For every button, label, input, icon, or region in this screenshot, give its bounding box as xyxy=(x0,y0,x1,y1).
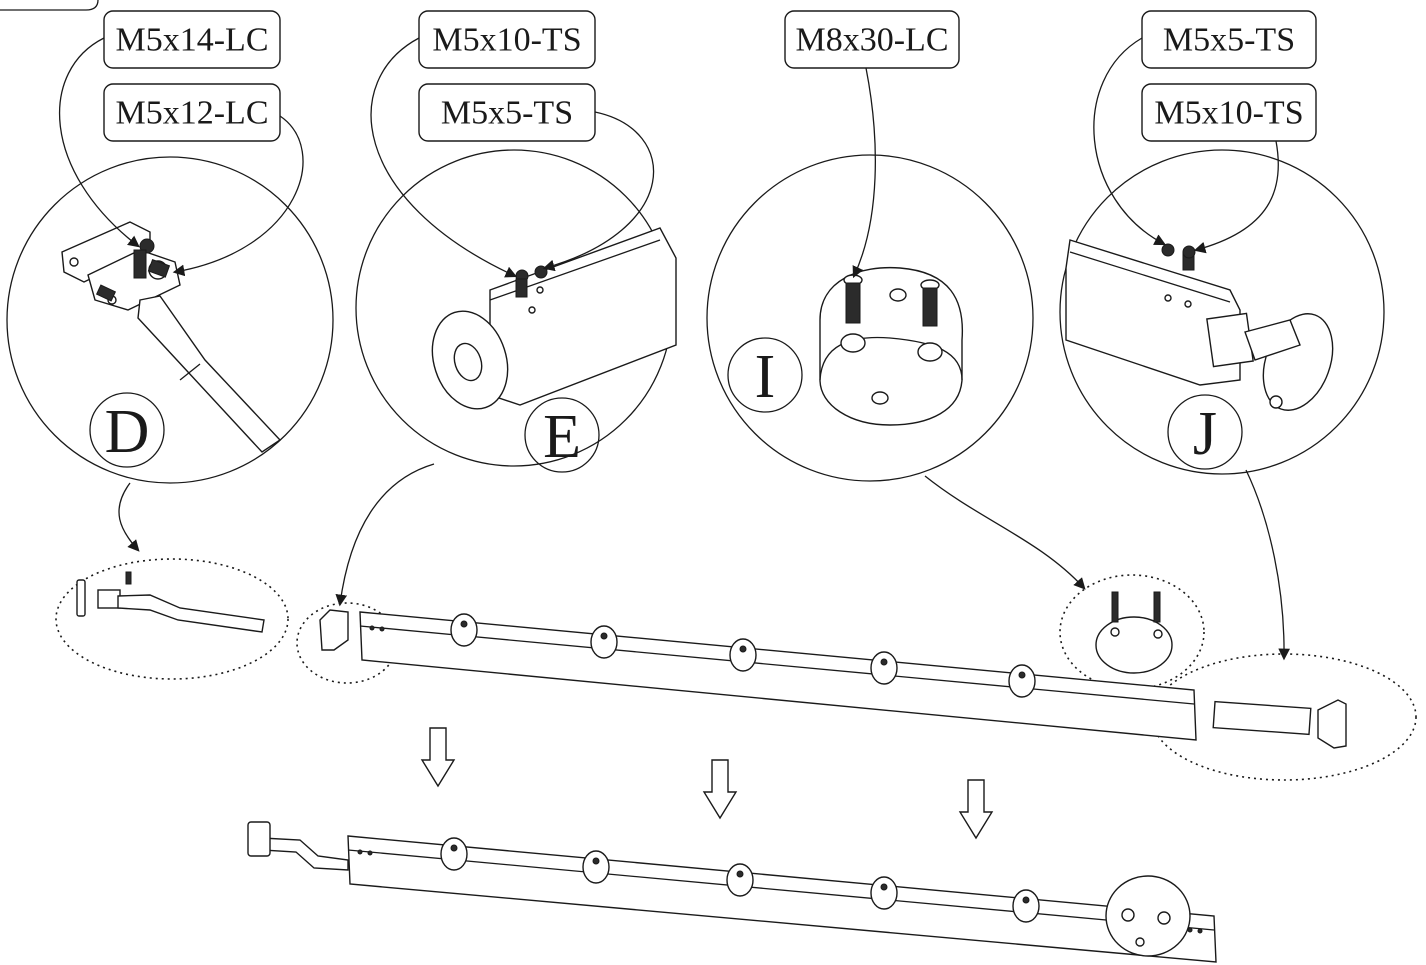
screw-m5x12-icon xyxy=(147,258,171,278)
detail-d-label-circle xyxy=(89,392,165,468)
exploded-plate-i xyxy=(1095,616,1173,674)
final-bracket xyxy=(247,821,271,857)
leader-i xyxy=(852,67,876,279)
callout-m5x10-ts-label: M5x10-TS xyxy=(432,22,581,59)
detail-d-label: D xyxy=(105,398,150,466)
exploded-insert-j xyxy=(1212,700,1312,736)
callout-m8x30-lc xyxy=(784,10,960,69)
connector-insert xyxy=(1206,312,1254,368)
callout-m5x10-ts-j-label: M5x10-TS xyxy=(1154,95,1303,132)
leader-j-bottom xyxy=(1193,140,1279,254)
final-base-plate xyxy=(1105,875,1191,957)
callout-m5x10-ts xyxy=(418,10,596,69)
detail-e: E xyxy=(355,149,677,473)
detail-d: D xyxy=(6,156,334,484)
exploded-endcap-e xyxy=(319,609,349,651)
leader-e-bottom xyxy=(542,111,655,272)
callout-m5x14-lc-label: M5x14-LC xyxy=(116,22,269,59)
exploded-endcap-j xyxy=(1317,699,1347,749)
detail-j-label-circle xyxy=(1167,394,1243,470)
pointer-j xyxy=(1245,469,1290,661)
exploded-collars xyxy=(450,613,1036,698)
detail-i-label-circle xyxy=(727,337,803,413)
final-tube xyxy=(347,835,1217,963)
detail-j-label: J xyxy=(1193,400,1217,468)
detail-e-label: E xyxy=(543,403,581,471)
detail-d-circle xyxy=(6,156,334,484)
partial-frame xyxy=(0,0,99,11)
detail-j: J xyxy=(1059,149,1385,475)
screw-m5x10-icon xyxy=(515,278,528,298)
exploded-arm-d xyxy=(117,594,265,633)
detail-i-label: I xyxy=(755,343,776,411)
final-collars xyxy=(440,837,1040,923)
pointer-i xyxy=(924,475,1086,590)
exploded-tube xyxy=(359,611,1197,741)
callout-m5x5-ts-j-label: M5x5-TS xyxy=(1163,22,1295,59)
down-arrow-right xyxy=(958,779,994,840)
callout-m5x5-ts-e-label: M5x5-TS xyxy=(441,95,573,132)
leader-j-top xyxy=(1093,37,1167,246)
down-arrow-left xyxy=(420,727,456,788)
pointer-d xyxy=(118,482,140,552)
callout-m5x12-lc xyxy=(103,83,281,142)
detail-i-circle xyxy=(706,154,1034,482)
screw-m5x5-j-icon xyxy=(1161,243,1175,257)
arm-tube xyxy=(137,295,282,453)
callout-m5x14-lc xyxy=(103,10,281,69)
screw-m5x14-icon xyxy=(133,249,147,279)
dotted-region-d xyxy=(55,558,289,680)
screw-m8x30-icon xyxy=(845,282,861,324)
pointer-e xyxy=(335,463,435,607)
end-cap-j xyxy=(1262,313,1334,411)
detail-j-circle xyxy=(1059,149,1385,475)
down-arrow-center xyxy=(702,759,738,820)
detail-e-label-circle xyxy=(524,397,600,473)
leader-d-top xyxy=(58,37,140,248)
leader-e-top xyxy=(370,37,518,278)
dotted-region-i xyxy=(1059,574,1205,690)
dotted-region-j xyxy=(1151,653,1417,781)
final-arm xyxy=(261,837,349,871)
detail-i: I xyxy=(706,154,1034,482)
callout-m5x12-lc-label: M5x12-LC xyxy=(116,95,269,132)
callout-m5x10-ts-j xyxy=(1141,83,1317,142)
callout-m5x5-ts-j xyxy=(1141,10,1317,69)
exploded-plate-d xyxy=(76,579,86,617)
leader-d-bottom xyxy=(172,115,304,277)
callout-m8x30-lc-label: M8x30-LC xyxy=(796,22,949,59)
